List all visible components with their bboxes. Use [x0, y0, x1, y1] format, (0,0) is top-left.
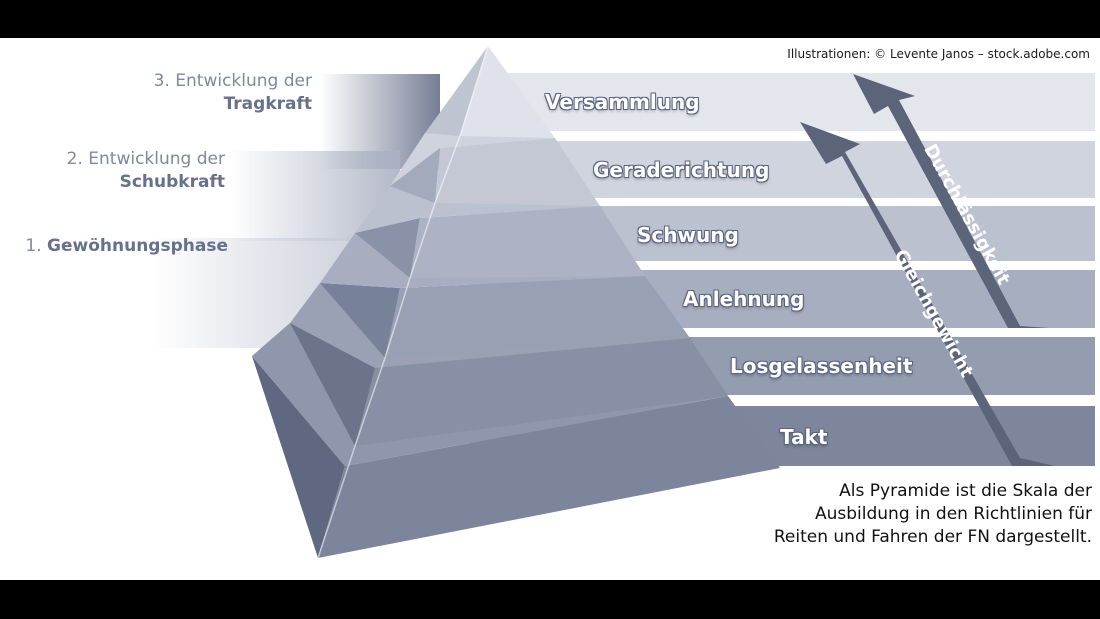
- pyramid-diagram: Illustrationen: © Levente Janos – stock.…: [0, 38, 1100, 580]
- caption: Als Pyramide ist die Skala der Ausbildun…: [672, 480, 1092, 549]
- tier-geraderichtung-front: [435, 138, 600, 206]
- tier-anlehnung-side: [320, 283, 400, 358]
- phase-3-label: 3. Entwicklung der Tragkraft: [154, 70, 312, 116]
- arrow-durchlaessigkeit: [853, 74, 1050, 328]
- phase-1-label: 1. Gewöhnungsphase: [25, 235, 228, 258]
- level-versammlung: Versammlung: [545, 90, 700, 114]
- level-anlehnung: Anlehnung: [683, 287, 805, 311]
- tier-geraderichtung-top: [390, 133, 555, 186]
- tier-versammlung-front: [460, 46, 555, 138]
- phase-2-line1: 2. Entwicklung der: [66, 149, 225, 169]
- level-losgelassenheit: Losgelassenheit: [730, 354, 913, 378]
- tier-losgelassenheit-side: [290, 323, 375, 446]
- tier-versammlung-side: [425, 46, 488, 136]
- pyramid-edge-highlight: [317, 45, 489, 559]
- phase-2-label: 2. Entwicklung der Schubkraft: [67, 148, 225, 194]
- pyramid-graphic: [150, 45, 1095, 559]
- tier-anlehnung-front: [385, 276, 690, 358]
- phase-2-line2: Schubkraft: [119, 172, 225, 192]
- band-versammlung: [470, 73, 1095, 131]
- caption-line2: Ausbildung in den Richtlinien für: [814, 504, 1092, 524]
- arrow-gleichgewicht: [800, 122, 1055, 466]
- tier-takt-front: [318, 396, 780, 558]
- phase-1-number: 1.: [25, 236, 48, 256]
- phase-1-bold: Gewöhnungsphase: [47, 236, 228, 256]
- phase-3-line2: Tragkraft: [223, 94, 312, 114]
- phase-3-line1: 3. Entwicklung der: [153, 71, 312, 91]
- tier-schwung-top: [355, 186, 600, 233]
- caption-line3: Reiten und Fahren der FN dargestellt.: [773, 527, 1092, 547]
- tier-schwung-side: [355, 218, 420, 278]
- tier-schwung-front: [410, 206, 645, 278]
- level-geraderichtung: Geraderichtung: [593, 158, 770, 182]
- level-takt: Takt: [780, 425, 828, 449]
- caption-line1: Als Pyramide ist die Skala der: [839, 481, 1092, 501]
- tier-losgelassenheit-front: [355, 338, 728, 446]
- image-credit: Illustrationen: © Levente Janos – stock.…: [787, 47, 1090, 61]
- tier-takt-side: [252, 356, 345, 558]
- level-schwung: Schwung: [637, 223, 739, 247]
- tier-geraderichtung-side: [390, 148, 440, 203]
